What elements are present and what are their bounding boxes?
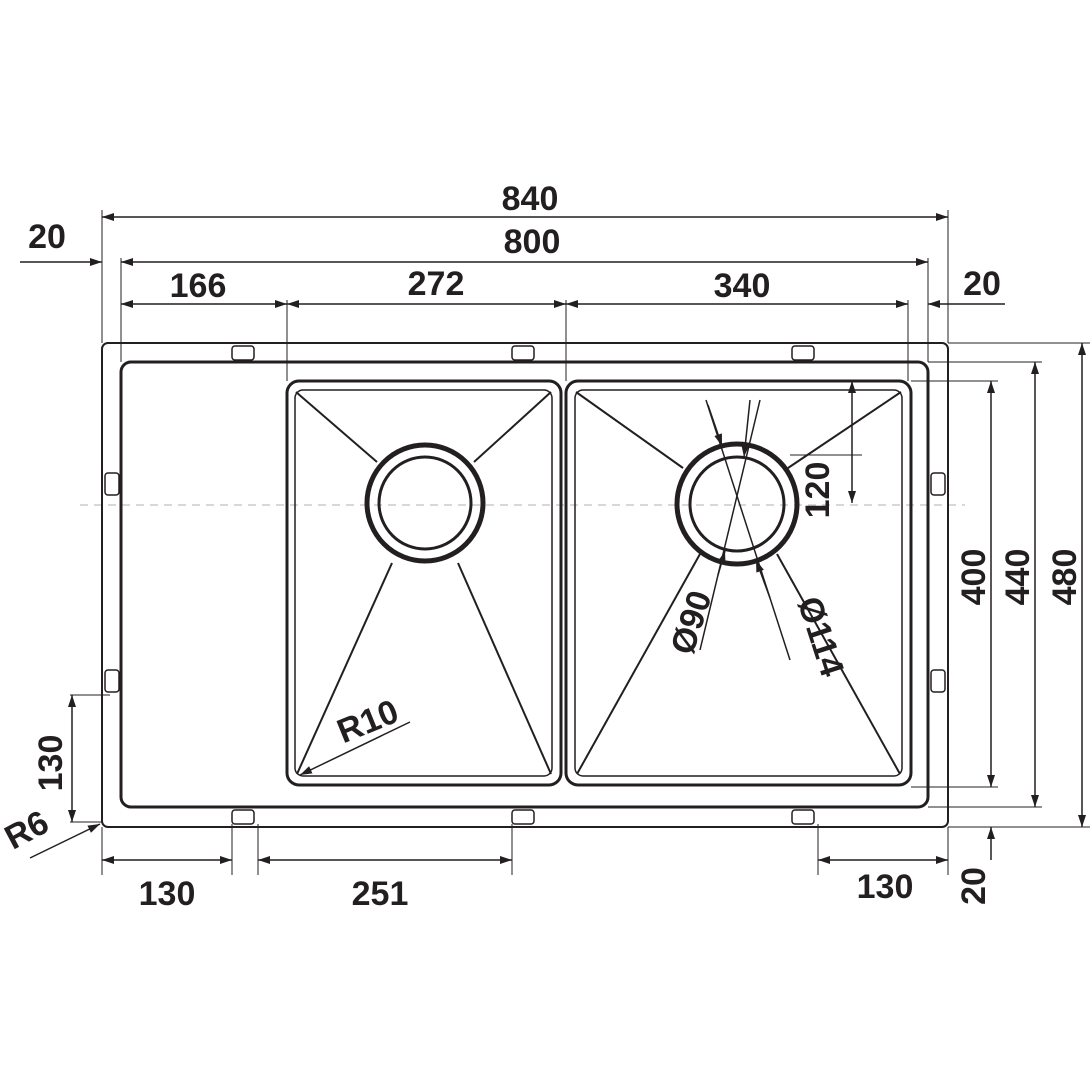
sink-inner-rim (119, 360, 930, 809)
bracket (791, 809, 815, 825)
mounting-brackets (104, 345, 946, 825)
bracket (930, 472, 946, 496)
dim-bowl-depth: 400 (955, 549, 993, 606)
dim-drainboard-width: 166 (170, 267, 227, 305)
dim-bracket-spacing-right: 130 (857, 868, 914, 906)
right-drain (674, 441, 800, 567)
dim-bracket-spacing-left: 130 (139, 875, 196, 913)
right-drain-outer (674, 441, 800, 567)
dim-left-offset: 20 (28, 218, 66, 256)
extension-lines (70, 210, 1090, 875)
bracket (231, 809, 255, 825)
dim-side-bracket-height: 130 (32, 735, 70, 792)
bracket (930, 669, 946, 693)
bracket (511, 809, 535, 825)
bracket (231, 345, 255, 361)
left-drain-inner (377, 455, 473, 551)
right-bowl-outer (564, 379, 913, 787)
right-bowl-slope-lines (575, 391, 902, 775)
label-drain-diameter-inner: Ø90 (664, 586, 720, 659)
dim-right-offset: 20 (963, 265, 1001, 303)
dim-overall-depth: 480 (1046, 549, 1084, 606)
sink-outer-rim (101, 342, 949, 828)
dimension-labels: 840 800 20 166 272 340 20 480 440 400 12… (0, 180, 1084, 913)
dim-left-bowl-width: 272 (408, 265, 465, 303)
left-drain-outer (364, 442, 486, 564)
dim-drain-offset: 120 (799, 462, 837, 519)
left-bowl-inner (294, 389, 553, 777)
bracket (511, 345, 535, 361)
dim-bottom-offset: 20 (955, 867, 993, 905)
dim-bracket-spacing-mid: 251 (352, 875, 409, 913)
right-bowl-inner (574, 389, 903, 777)
dim-overall-width: 840 (502, 180, 559, 218)
dim-inner-depth: 440 (999, 549, 1037, 606)
left-drain (364, 442, 486, 564)
dimension-lines (20, 213, 1086, 864)
bracket (791, 345, 815, 361)
label-drain-diameter-outer: Ø114 (790, 592, 851, 681)
bracket (104, 472, 120, 496)
dim-inner-width: 800 (504, 223, 561, 261)
right-drain-inner (688, 455, 786, 553)
sink-body (101, 342, 949, 828)
left-bowl-slope-lines (295, 391, 552, 775)
dim-right-bowl-width: 340 (714, 267, 771, 305)
bracket (104, 669, 120, 693)
left-bowl-outer (285, 379, 563, 787)
